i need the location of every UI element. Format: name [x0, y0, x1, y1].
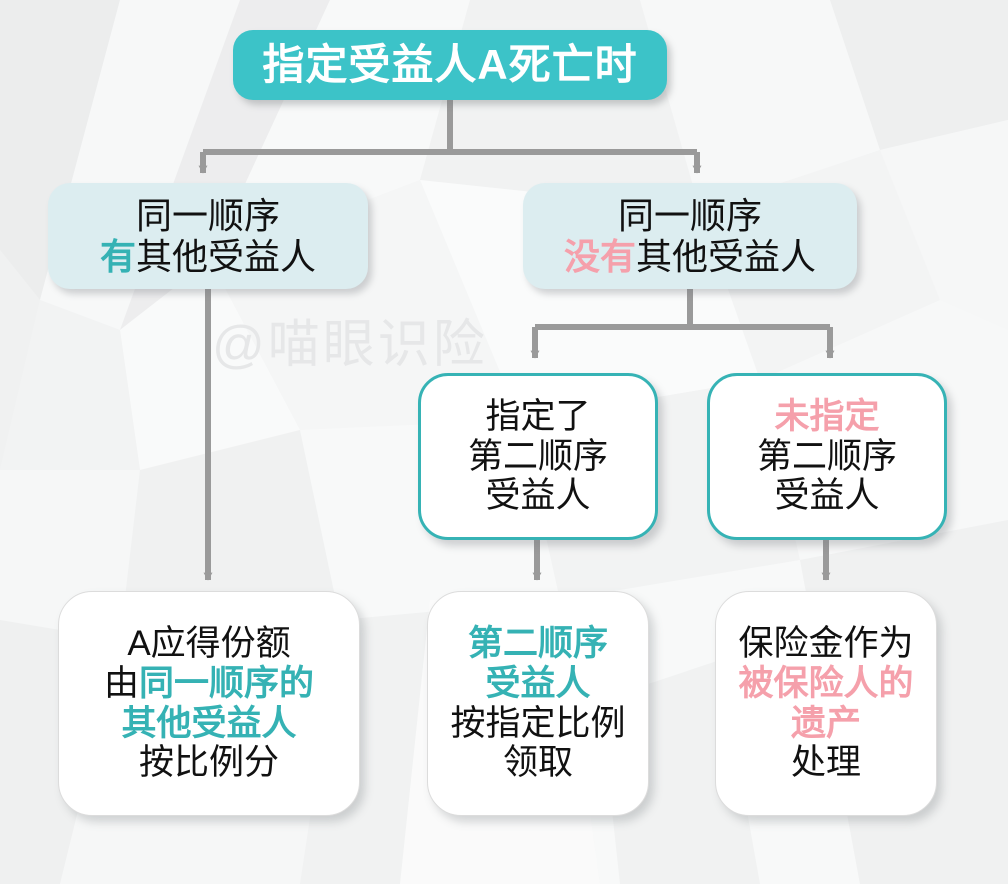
- node-text-segment: 其他受益人: [121, 703, 297, 743]
- node-text-segment: 指定受益人A死亡时: [262, 41, 638, 89]
- node-text-segment: 指定了: [485, 396, 591, 436]
- node-text-segment: 由: [103, 663, 139, 703]
- node-second-order-receives-by-ratio[interactable]: 第二顺序受益人按指定比例领取: [427, 591, 649, 816]
- node-same-order-no-other-beneficiaries[interactable]: 同一顺序没有其他受益人: [523, 183, 857, 289]
- node-text-segment: 同一顺序: [617, 194, 762, 236]
- node-text-line: 其他受益人: [121, 704, 296, 744]
- node-treated-as-insured-estate[interactable]: 保险金作为被保险人的遗产处理: [715, 591, 937, 816]
- node-second-order-designated[interactable]: 指定了第二顺序受益人: [418, 373, 658, 540]
- node-text-line: 保险金作为: [738, 624, 913, 664]
- node-text-line: 受益人: [485, 664, 590, 704]
- node-text-segment: 遗产: [790, 703, 861, 743]
- node-text-line: 指定了: [485, 397, 590, 437]
- node-text-segment: 其他受益人: [136, 236, 317, 277]
- node-text-segment: 有: [99, 236, 136, 277]
- node-text-segment: 处理: [790, 743, 861, 783]
- node-text-segment: 领取: [502, 743, 573, 783]
- node-text-segment: 受益人: [485, 476, 591, 516]
- node-text-segment: 受益人: [485, 663, 591, 703]
- node-text-line: 遗产: [791, 704, 861, 744]
- node-text-line: 同一顺序: [136, 195, 280, 236]
- node-text-line: 指定受益人A死亡时: [262, 41, 637, 89]
- node-text-segment: 保险金作为: [738, 623, 914, 663]
- node-share-split-among-same-order[interactable]: A应得份额由同一顺序的其他受益人按比例分: [58, 591, 360, 816]
- node-text-line: 没有其他受益人: [564, 236, 816, 277]
- node-text-segment: 按比例分: [138, 743, 279, 783]
- node-text-line: 按指定比例: [450, 704, 625, 744]
- node-text-line: 同一顺序: [618, 195, 762, 236]
- node-text-line: 有其他受益人: [100, 236, 316, 277]
- node-text-segment: 同一顺序的: [139, 663, 315, 703]
- node-title-designated-beneficiary-dies[interactable]: 指定受益人A死亡时: [233, 30, 667, 100]
- node-text-line: 第二顺序: [468, 437, 608, 477]
- node-text-line: 第二顺序: [757, 437, 897, 477]
- node-text-line: 领取: [503, 743, 573, 783]
- node-text-segment: 没有: [563, 236, 636, 277]
- node-text-line: 由同一顺序的: [104, 664, 314, 704]
- node-text-segment: 被保险人的: [738, 663, 914, 703]
- node-text-segment: 按指定比例: [450, 703, 626, 743]
- node-text-segment: 未指定: [774, 396, 880, 436]
- watermark-text: @喵眼识险: [212, 316, 488, 374]
- node-text-segment: 其他受益人: [636, 236, 817, 277]
- node-text-line: A应得份额: [127, 624, 290, 664]
- node-text-line: 受益人: [485, 476, 590, 516]
- node-text-segment: 第二顺序: [756, 436, 897, 476]
- node-text-line: 被保险人的: [738, 664, 913, 704]
- node-same-order-has-other-beneficiaries[interactable]: 同一顺序有其他受益人: [48, 183, 368, 289]
- node-text-line: 未指定: [774, 397, 879, 437]
- node-text-segment: 同一顺序: [135, 194, 280, 236]
- node-text-segment: 第二顺序: [467, 436, 608, 476]
- node-text-segment: A应得份额: [127, 623, 291, 663]
- node-text-segment: 受益人: [774, 476, 880, 516]
- node-text-line: 按比例分: [139, 743, 279, 783]
- node-text-segment: 第二顺序: [467, 623, 608, 663]
- node-text-line: 受益人: [774, 476, 879, 516]
- node-second-order-not-designated[interactable]: 未指定第二顺序受益人: [707, 373, 947, 540]
- node-text-line: 第二顺序: [468, 624, 608, 664]
- node-text-line: 处理: [791, 743, 861, 783]
